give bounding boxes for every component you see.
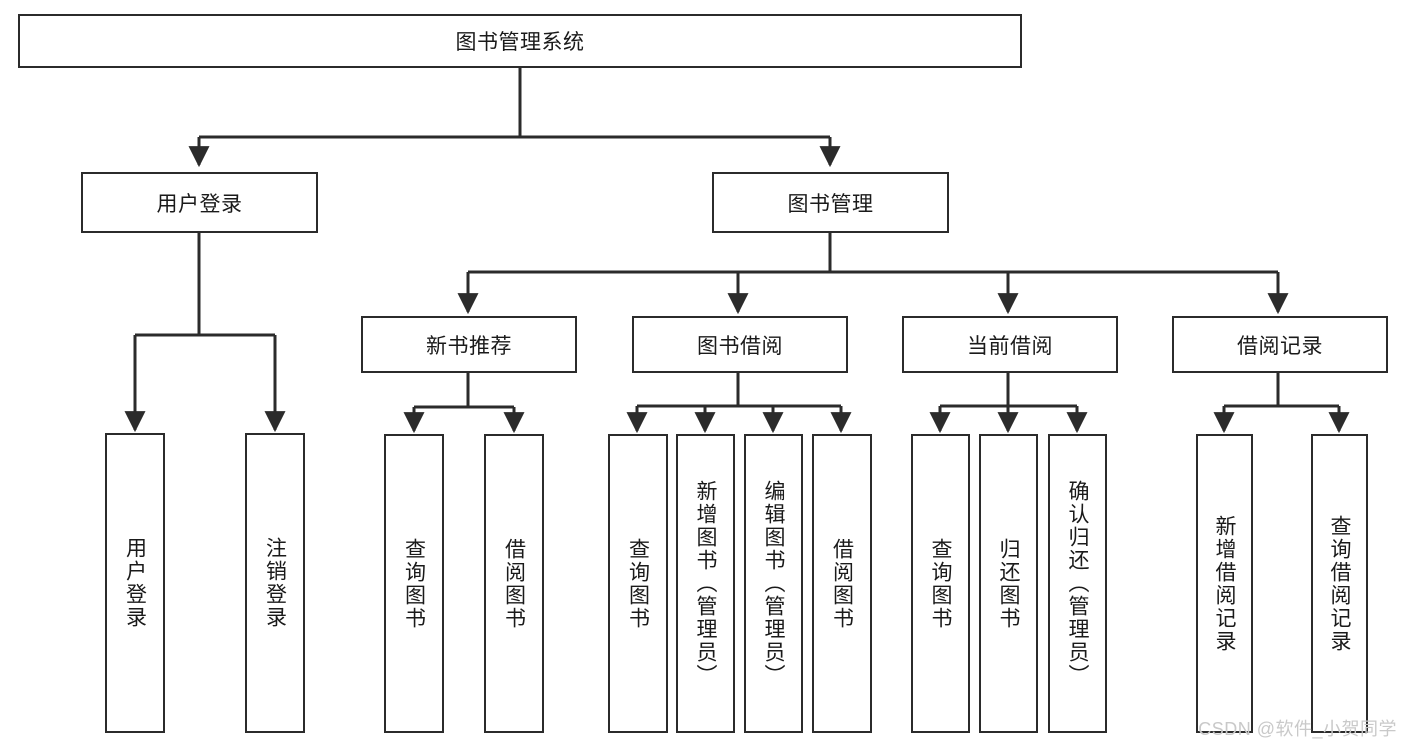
node-book-borrow-label: 图书借阅 — [697, 334, 783, 358]
node-leaf-user-login[interactable]: 用户登录 — [105, 433, 165, 733]
node-leaf-query-book-3[interactable]: 查询图书 — [911, 434, 970, 733]
node-leaf-edit-book-label: 编辑图书（管理员） — [762, 480, 785, 687]
node-leaf-query-book-3-label: 查询图书 — [929, 537, 952, 630]
node-new-book-recommend[interactable]: 新书推荐 — [361, 316, 577, 373]
node-leaf-return-book[interactable]: 归还图书 — [979, 434, 1038, 733]
node-leaf-query-book-1-label: 查询图书 — [402, 537, 426, 630]
node-leaf-confirm-return[interactable]: 确认归还（管理员） — [1048, 434, 1107, 733]
node-book-manage-label: 图书管理 — [787, 192, 874, 216]
node-leaf-user-logout-label: 注销登录 — [263, 537, 287, 629]
node-book-borrow[interactable]: 图书借阅 — [632, 316, 848, 373]
node-leaf-add-record-label: 新增借阅记录 — [1213, 514, 1236, 653]
node-leaf-borrow-book-1[interactable]: 借阅图书 — [484, 434, 544, 733]
node-borrow-record-label: 借阅记录 — [1237, 334, 1323, 358]
node-current-borrow[interactable]: 当前借阅 — [902, 316, 1118, 373]
node-leaf-add-record[interactable]: 新增借阅记录 — [1196, 434, 1253, 733]
node-leaf-edit-book[interactable]: 编辑图书（管理员） — [744, 434, 803, 733]
node-leaf-user-login-label: 用户登录 — [123, 537, 147, 629]
node-leaf-borrow-book-2-label: 借阅图书 — [830, 537, 854, 630]
node-user-login[interactable]: 用户登录 — [81, 172, 318, 233]
node-leaf-query-record[interactable]: 查询借阅记录 — [1311, 434, 1368, 733]
node-leaf-add-book-label: 新增图书（管理员） — [694, 480, 717, 687]
node-root-label: 图书管理系统 — [455, 31, 585, 54]
node-book-manage[interactable]: 图书管理 — [712, 172, 949, 233]
node-root[interactable]: 图书管理系统 — [18, 14, 1022, 68]
node-new-book-recommend-label: 新书推荐 — [426, 334, 512, 358]
csdn-watermark: CSDN @软件_小贺同学 — [1198, 719, 1397, 739]
node-leaf-query-book-2[interactable]: 查询图书 — [608, 434, 668, 733]
node-leaf-query-book-1[interactable]: 查询图书 — [384, 434, 444, 733]
node-leaf-confirm-return-label: 确认归还（管理员） — [1066, 480, 1089, 687]
node-leaf-return-book-label: 归还图书 — [997, 537, 1020, 630]
node-leaf-user-logout[interactable]: 注销登录 — [245, 433, 305, 733]
node-leaf-query-record-label: 查询借阅记录 — [1328, 514, 1351, 653]
node-user-login-label: 用户登录 — [156, 192, 243, 216]
node-leaf-query-book-2-label: 查询图书 — [626, 537, 650, 630]
node-borrow-record[interactable]: 借阅记录 — [1172, 316, 1388, 373]
node-leaf-add-book[interactable]: 新增图书（管理员） — [676, 434, 735, 733]
node-current-borrow-label: 当前借阅 — [967, 334, 1053, 358]
node-leaf-borrow-book-2[interactable]: 借阅图书 — [812, 434, 872, 733]
node-leaf-borrow-book-1-label: 借阅图书 — [502, 537, 526, 630]
